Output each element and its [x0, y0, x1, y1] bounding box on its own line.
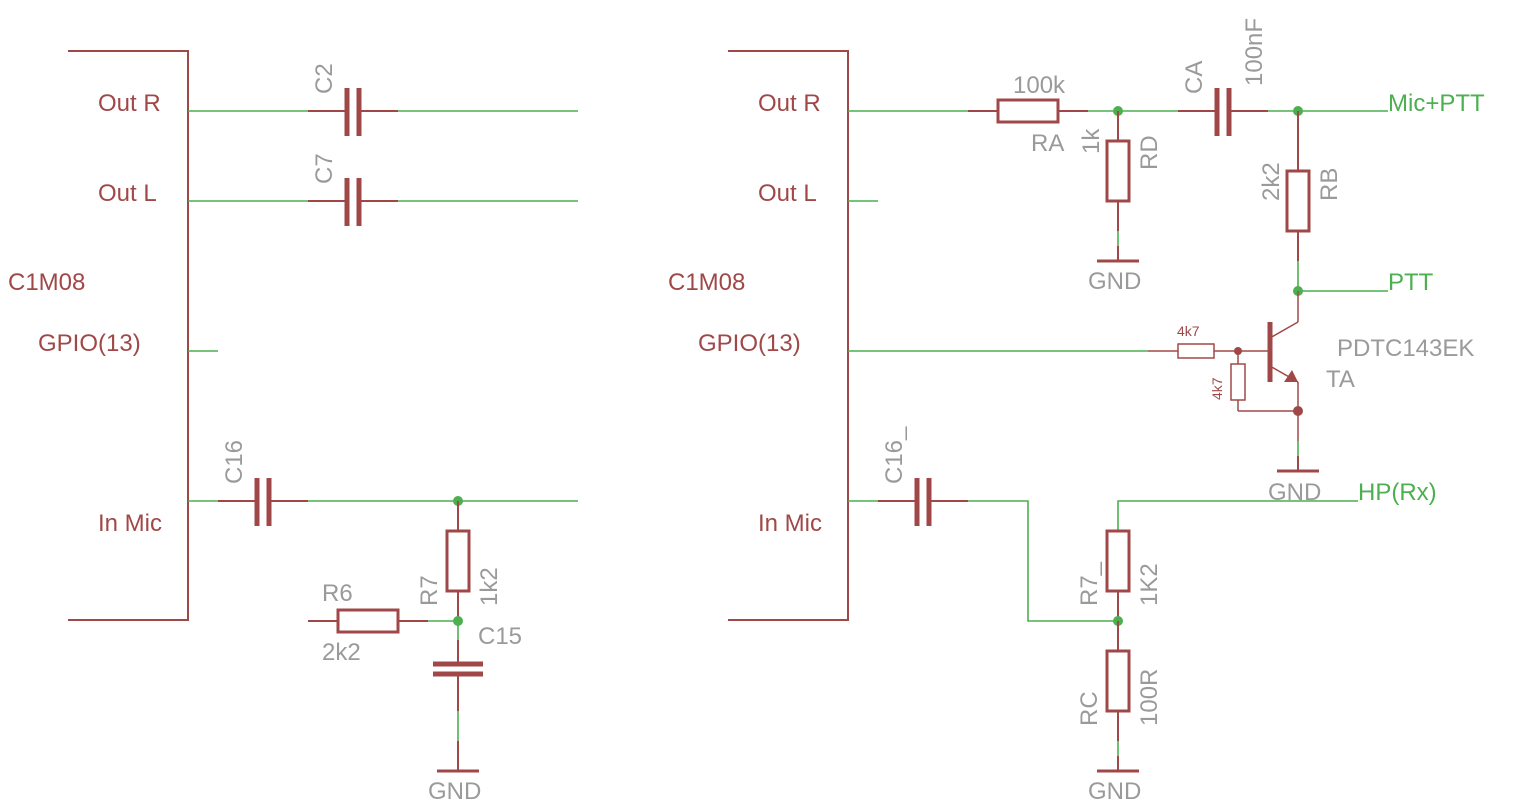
left-circuit: C1M08 Out R Out L GPIO(13) In Mic C2 C7 — [8, 50, 578, 805]
right-rb-label: RB — [1316, 168, 1343, 201]
right-rc-label: RC — [1076, 691, 1103, 726]
right-ra-value: 100k — [1013, 72, 1066, 99]
right-c16-label: C16_ — [881, 426, 908, 484]
right-ca-label: CA — [1181, 61, 1208, 94]
left-c2-label: C2 — [311, 63, 338, 94]
right-r7-label: R7_ — [1076, 561, 1103, 606]
right-rd-gnd: GND — [1088, 268, 1141, 295]
left-c7-label: C7 — [311, 153, 338, 184]
right-chip-label: C1M08 — [668, 269, 745, 296]
right-pin-out-r: Out R — [758, 90, 821, 117]
right-ta-part: PDTC143EK — [1337, 335, 1474, 362]
right-hp-label: HP(Rx) — [1358, 479, 1437, 506]
left-gnd-label: GND — [428, 778, 481, 805]
left-c15-label: C15 — [478, 623, 522, 650]
right-ra-label: RA — [1031, 130, 1064, 157]
right-mic-ptt-label: Mic+PTT — [1388, 90, 1485, 117]
right-out-r-net: 100k RA 1k RD GND CA 100nF Mic+PTT — [848, 18, 1485, 295]
right-rd-value: 1k — [1078, 128, 1105, 154]
right-ptt-label: PTT — [1388, 269, 1434, 296]
right-rd-label: RD — [1136, 135, 1163, 170]
left-pin-in-mic: In Mic — [98, 510, 162, 537]
right-rbe-value: 4k7 — [1209, 377, 1225, 400]
right-rb-value: 2k2 — [1258, 162, 1285, 201]
left-r6-value: 2k2 — [322, 639, 361, 666]
right-in-mic-net: C16_ — [848, 426, 1118, 622]
right-ca-value: 100nF — [1241, 18, 1268, 86]
left-pin-out-l: Out L — [98, 180, 157, 207]
left-r7: R7 1k2 — [416, 501, 503, 626]
right-transistor-net: 4k7 4k7 PDTC143EK TA GND — [848, 291, 1474, 506]
left-pin-gpio: GPIO(13) — [38, 330, 141, 357]
left-c7-net: C7 — [188, 153, 578, 226]
left-chip-outline — [68, 50, 189, 621]
right-rc-gnd: GND — [1088, 778, 1141, 805]
right-rc-value: 100R — [1136, 669, 1163, 726]
left-r7-value: 1k2 — [476, 567, 503, 606]
right-pin-out-l: Out L — [758, 180, 817, 207]
left-chip-label: C1M08 — [8, 269, 85, 296]
left-r6-label: R6 — [322, 580, 353, 607]
right-pin-in-mic: In Mic — [758, 510, 822, 537]
right-ta-gnd: GND — [1268, 479, 1321, 506]
left-r7-label: R7 — [416, 575, 443, 606]
right-circuit: C1M08 Out R Out L GPIO(13) In Mic 100k R… — [668, 18, 1485, 805]
right-ta-label: TA — [1326, 366, 1355, 393]
left-pin-out-r: Out R — [98, 90, 161, 117]
right-rbase-value: 4k7 — [1177, 323, 1200, 339]
left-c16-net: C16 — [188, 440, 578, 526]
right-hp-net: HP(Rx) R7_ 1K2 RC 100R GND — [1076, 479, 1437, 805]
left-c15: C15 GND — [428, 621, 522, 805]
left-c16-label: C16 — [221, 440, 248, 484]
left-r6: R6 2k2 — [308, 580, 458, 666]
left-c2-net: C2 — [188, 63, 578, 136]
right-chip-outline — [728, 50, 849, 621]
right-rb: 2k2 RB PTT — [1258, 111, 1434, 296]
right-pin-gpio: GPIO(13) — [698, 330, 801, 357]
right-r7-value: 1K2 — [1136, 563, 1163, 606]
